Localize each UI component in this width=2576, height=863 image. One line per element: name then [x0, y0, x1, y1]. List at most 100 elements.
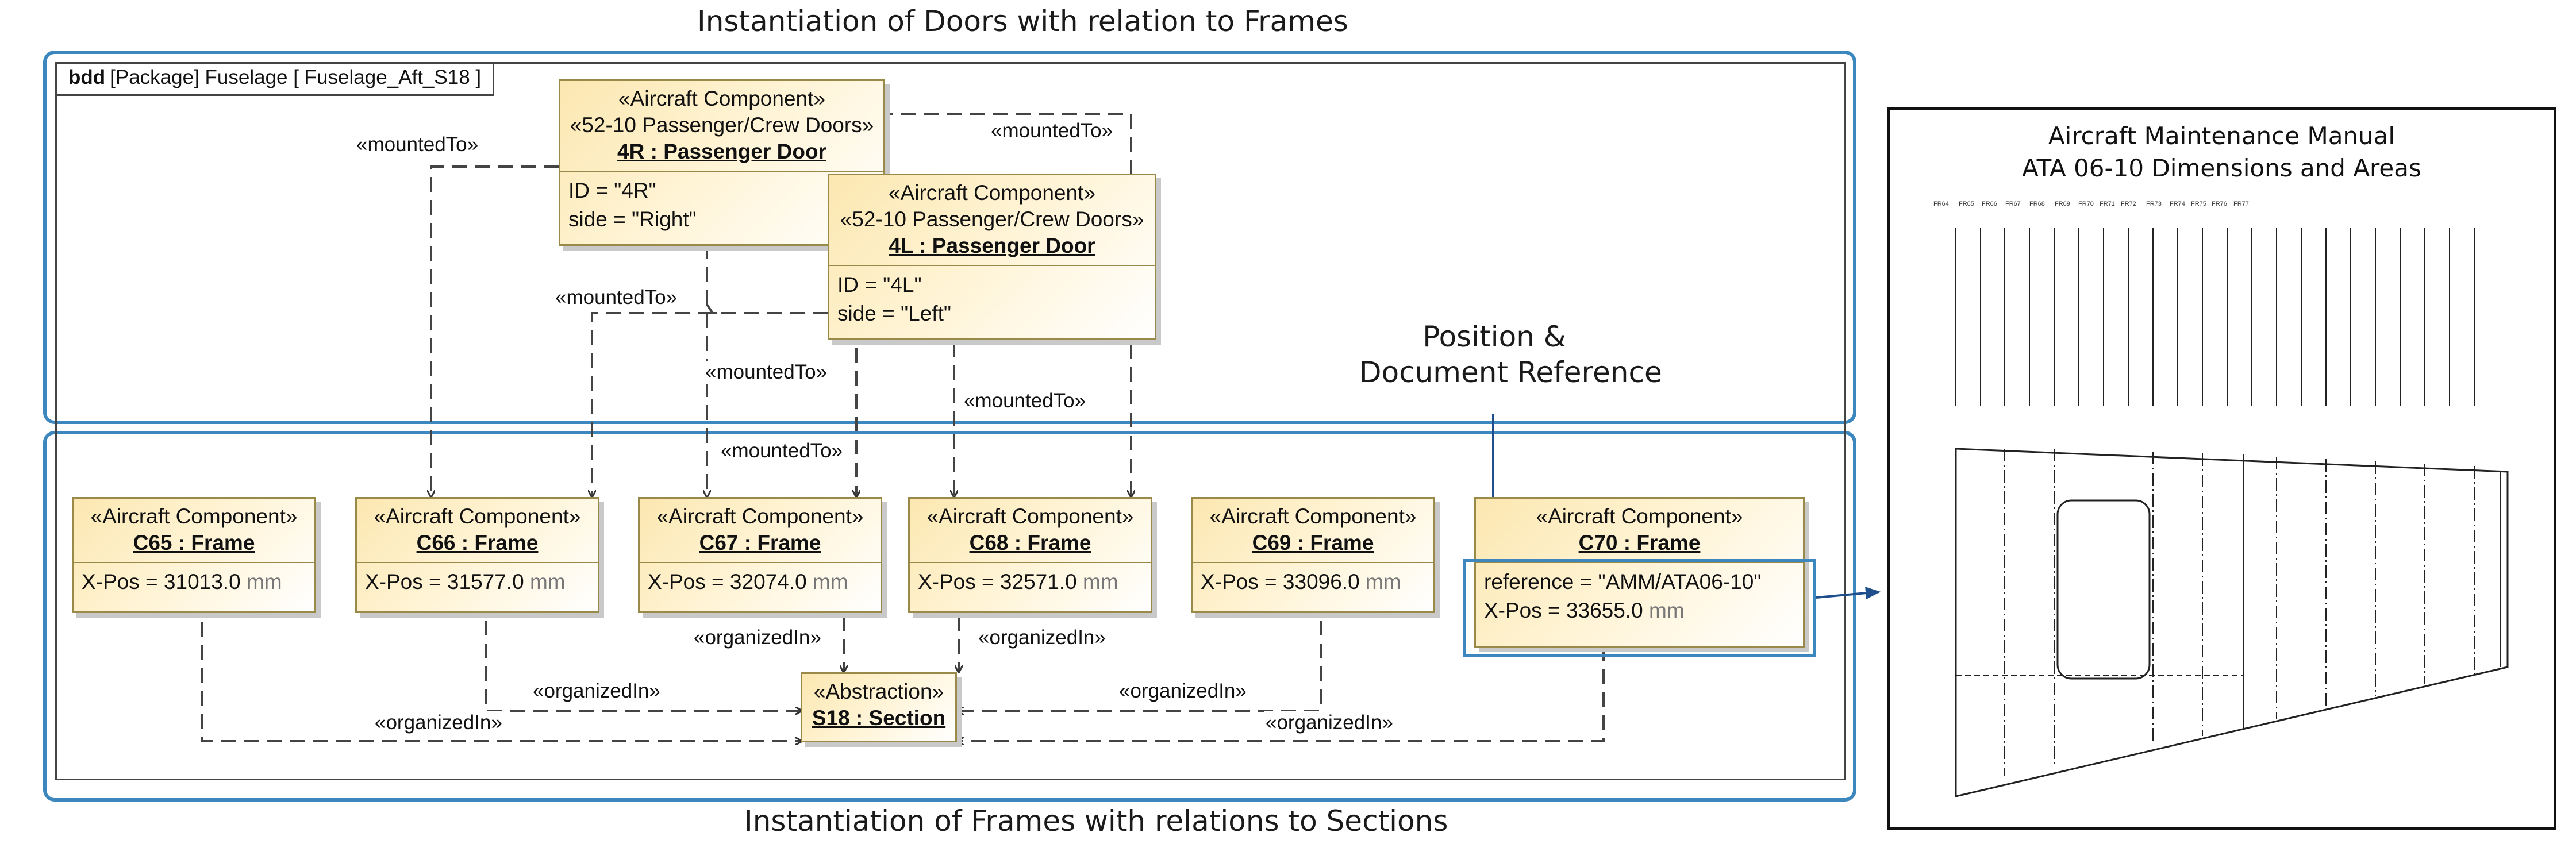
frame-block-attributes: X-Pos = 31013.0 mm — [74, 563, 314, 601]
instance-name: C69 : Frame — [1252, 531, 1374, 554]
label-organized-in: «organizedIn» — [1264, 711, 1394, 734]
stereotype-label: «52-10 Passenger/Crew Doors» — [570, 113, 874, 137]
section-block-s18[interactable]: «Abstraction» S18 : Section — [801, 672, 957, 742]
frame-block-c65[interactable]: «Aircraft Component» C65 : Frame X-Pos =… — [72, 497, 316, 613]
attribute-xpos: X-Pos = 33655.0 — [1484, 599, 1643, 622]
amm-fuselage-drawing — [1955, 228, 2509, 797]
top-caption: Instantiation of Doors with relation to … — [697, 5, 1348, 38]
label-mounted-to: «mountedTo» — [704, 361, 829, 384]
amm-frame-label: FR77 — [2233, 201, 2249, 207]
stereotype-label: «Aircraft Component» — [90, 504, 298, 528]
attribute-id: ID = "4R" — [568, 179, 656, 202]
stereotype-label: «Abstraction» — [813, 680, 944, 703]
amm-document-panel: Aircraft Maintenance Manual ATA 06-10 Di… — [1887, 107, 2556, 830]
frame-block-c67[interactable]: «Aircraft Component» C67 : Frame X-Pos =… — [638, 497, 882, 613]
unit-label: mm — [246, 570, 282, 594]
mounted-4r-c66 — [431, 165, 559, 497]
frame-block-header: «Aircraft Component» C67 : Frame — [640, 499, 881, 563]
label-mounted-to: «mountedTo» — [554, 286, 679, 309]
organized-c70 — [957, 646, 1605, 741]
label-mounted-to: «mountedTo» — [355, 133, 480, 156]
label-organized-in: «organizedIn» — [977, 626, 1107, 649]
door-block-4l[interactable]: «Aircraft Component» «52-10 Passenger/Cr… — [828, 174, 1156, 340]
amm-frame-label: FR71 — [2100, 201, 2115, 207]
unit-label: mm — [812, 570, 848, 594]
label-mounted-to: «mountedTo» — [720, 440, 844, 463]
stereotype-label: «Aircraft Component» — [374, 504, 581, 528]
bdd-package-path: [Package] Fuselage [ Fuselage_Aft_S18 ] — [110, 66, 482, 88]
amm-frame-label: FR70 — [2078, 201, 2094, 207]
unit-label: mm — [1648, 599, 1685, 622]
position-reference-line1: Position & — [1422, 320, 1566, 353]
frame-block-header: «Aircraft Component» C65 : Frame — [74, 499, 314, 563]
frames-group-frame — [43, 431, 1856, 802]
unit-label: mm — [1365, 570, 1401, 594]
amm-frame-label: FR74 — [2170, 201, 2185, 207]
frame-block-c70[interactable]: «Aircraft Component» C70 : Frame referen… — [1474, 497, 1805, 648]
c70-attributes-highlight — [1463, 559, 1816, 657]
instance-name: C68 : Frame — [969, 531, 1091, 554]
frame-block-header: «Aircraft Component» C70 : Frame — [1476, 499, 1803, 563]
label-organized-in: «organizedIn» — [374, 711, 503, 734]
stereotype-label: «Aircraft Component» — [1536, 504, 1743, 528]
organized-c65 — [201, 622, 802, 741]
stereotype-label: «Aircraft Component» — [1209, 504, 1417, 528]
instance-name: S18 : Section — [812, 706, 946, 730]
instance-name: C65 : Frame — [133, 531, 255, 554]
door-block-4r[interactable]: «Aircraft Component» «52-10 Passenger/Cr… — [559, 79, 885, 246]
amm-frame-label: FR72 — [2121, 201, 2136, 207]
frame-block-c68[interactable]: «Aircraft Component» C68 : Frame X-Pos =… — [908, 497, 1152, 613]
label-organized-in: «organizedIn» — [693, 626, 822, 649]
stereotype-label: «Aircraft Component» — [656, 504, 864, 528]
frame-block-header: «Aircraft Component» C66 : Frame — [357, 499, 598, 563]
section-block-header: «Abstraction» S18 : Section — [802, 674, 955, 737]
attribute-xpos: X-Pos = 31577.0 — [365, 570, 524, 594]
frame-block-c69[interactable]: «Aircraft Component» C69 : Frame X-Pos =… — [1191, 497, 1435, 613]
doors-group-frame — [43, 51, 1856, 424]
frame-block-attributes: X-Pos = 33096.0 mm — [1193, 563, 1433, 601]
door-block-attributes: ID = "4R" side = "Right" — [560, 172, 883, 238]
unit-label: mm — [529, 570, 566, 594]
attribute-id: ID = "4L" — [837, 273, 922, 296]
amm-frame-label: FR67 — [2005, 201, 2021, 207]
attribute-side: side = "Right" — [568, 207, 697, 231]
amm-frame-label: FR65 — [1959, 201, 1974, 207]
door-block-header: «Aircraft Component» «52-10 Passenger/Cr… — [560, 81, 883, 172]
position-reference-line2: Document Reference — [1359, 356, 1662, 389]
amm-frame-label: FR75 — [2191, 201, 2206, 207]
organized-c69 — [957, 621, 1322, 711]
frame-block-attributes: X-Pos = 32074.0 mm — [640, 563, 881, 601]
amm-frame-label: FR73 — [2146, 201, 2162, 207]
stereotype-label: «Aircraft Component» — [618, 87, 825, 110]
unit-label: mm — [1082, 570, 1118, 594]
label-mounted-to: «mountedTo» — [963, 390, 1087, 413]
door-block-header: «Aircraft Component» «52-10 Passenger/Cr… — [829, 175, 1155, 266]
mounted-4l-c66 — [592, 312, 828, 497]
attribute-reference: reference = "AMM/ATA06-10" — [1484, 570, 1762, 594]
mounted-4r-c69 — [832, 113, 1131, 497]
position-reference-caption: Position & Document Reference — [1359, 319, 1662, 390]
label-organized-in: «organizedIn» — [532, 680, 662, 703]
door-block-attributes: ID = "4L" side = "Left" — [829, 266, 1155, 333]
label-organized-in: «organizedIn» — [1118, 680, 1248, 703]
frame-block-c66[interactable]: «Aircraft Component» C66 : Frame X-Pos =… — [355, 497, 599, 613]
amm-frame-label: FR68 — [2029, 201, 2045, 207]
frame-block-header: «Aircraft Component» C69 : Frame — [1193, 499, 1433, 563]
bdd-kind: bdd — [68, 66, 106, 88]
attribute-xpos: X-Pos = 31013.0 — [82, 570, 241, 594]
amm-frame-label: FR69 — [2055, 201, 2070, 207]
amm-link-arrow — [1816, 587, 1881, 600]
bottom-caption: Instantiation of Frames with relations t… — [744, 804, 1448, 838]
attribute-xpos: X-Pos = 32074.0 — [648, 570, 807, 594]
frame-block-attributes: X-Pos = 32571.0 mm — [910, 563, 1151, 601]
amm-frame-label: FR66 — [1982, 201, 1997, 207]
instance-name: C70 : Frame — [1578, 531, 1701, 554]
instance-name: C67 : Frame — [699, 531, 821, 554]
stereotype-label: «52-10 Passenger/Crew Doors» — [840, 207, 1144, 231]
amm-title: Aircraft Maintenance Manual ATA 06-10 Di… — [1890, 120, 2554, 184]
frame-block-header: «Aircraft Component» C68 : Frame — [910, 499, 1151, 563]
bdd-diagram-frame: bdd[Package] Fuselage [ Fuselage_Aft_S18… — [55, 62, 1846, 780]
bdd-diagram-tab: bdd[Package] Fuselage [ Fuselage_Aft_S18… — [57, 64, 495, 96]
organized-c66 — [485, 621, 802, 711]
stereotype-label: «Aircraft Component» — [889, 181, 1095, 205]
